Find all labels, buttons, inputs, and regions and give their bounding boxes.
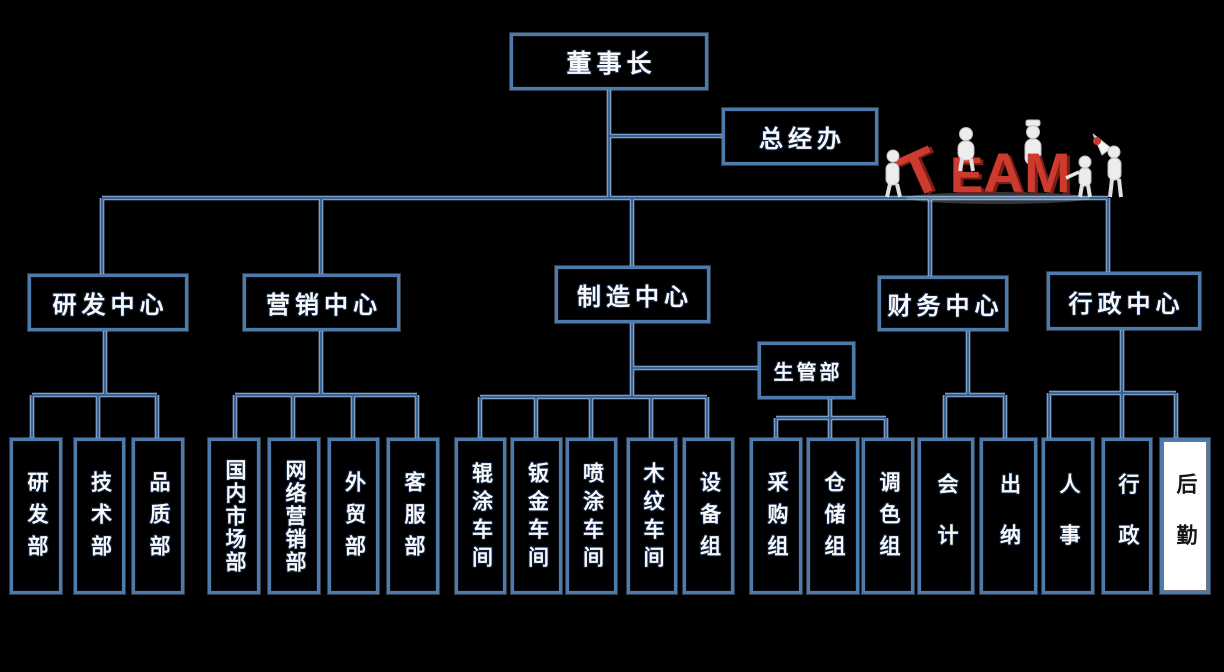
node-chairman: 董事长: [510, 33, 708, 90]
node-quality-dept: 品质部: [132, 438, 184, 594]
node-customer-service-dept: 客服部: [387, 438, 439, 594]
node-spray-coating-workshop: 喷涂车间: [566, 438, 617, 594]
svg-text:M: M: [1024, 141, 1071, 204]
team-ground-shadow: [906, 192, 1090, 204]
svg-text:A: A: [986, 143, 1026, 206]
team-figure-pushing: [885, 149, 902, 198]
node-rd-dept: 研发部: [10, 438, 62, 594]
node-online-marketing-dept: 网络营销部: [268, 438, 320, 594]
node-logistics: 后勤: [1160, 438, 1210, 594]
node-wood-grain-workshop: 木纹车间: [627, 438, 677, 594]
node-color-mixing-group: 调色组: [862, 438, 914, 594]
team-letters: T E A M: [889, 134, 1071, 208]
node-marketing-center: 营销中心: [243, 274, 400, 331]
team-figure-leaning: [1065, 155, 1092, 198]
node-finance-center: 财务中心: [878, 276, 1008, 331]
svg-text:A: A: [983, 141, 1023, 204]
node-sheet-metal-workshop: 钣金车间: [511, 438, 562, 594]
node-cashier: 出纳: [980, 438, 1037, 594]
node-production-mgmt-dept: 生管部: [758, 342, 855, 399]
node-manufacturing-center: 制造中心: [555, 266, 710, 323]
node-purchasing-group: 采购组: [750, 438, 802, 594]
node-admin-center: 行政中心: [1047, 272, 1201, 330]
team-figure-sitting: [957, 127, 975, 172]
node-admin-dept: 行政: [1102, 438, 1152, 594]
team-clipart: T E A M T E A M: [885, 119, 1123, 208]
node-hr: 人事: [1042, 438, 1094, 594]
team-figure-trophy: [1024, 119, 1042, 166]
team-figure-megaphone: [1092, 133, 1123, 198]
node-accounting: 会计: [918, 438, 974, 594]
node-equipment-group: 设备组: [683, 438, 734, 594]
node-roller-coating-workshop: 辊涂车间: [455, 438, 506, 594]
node-rd-center: 研发中心: [28, 274, 188, 331]
node-warehouse-group: 仓储组: [807, 438, 859, 594]
node-general-office: 总经办: [722, 108, 878, 165]
node-foreign-trade-dept: 外贸部: [328, 438, 379, 594]
svg-text:M: M: [1027, 143, 1074, 206]
node-domestic-market-dept: 国内市场部: [208, 438, 260, 594]
node-tech-dept: 技术部: [74, 438, 125, 594]
